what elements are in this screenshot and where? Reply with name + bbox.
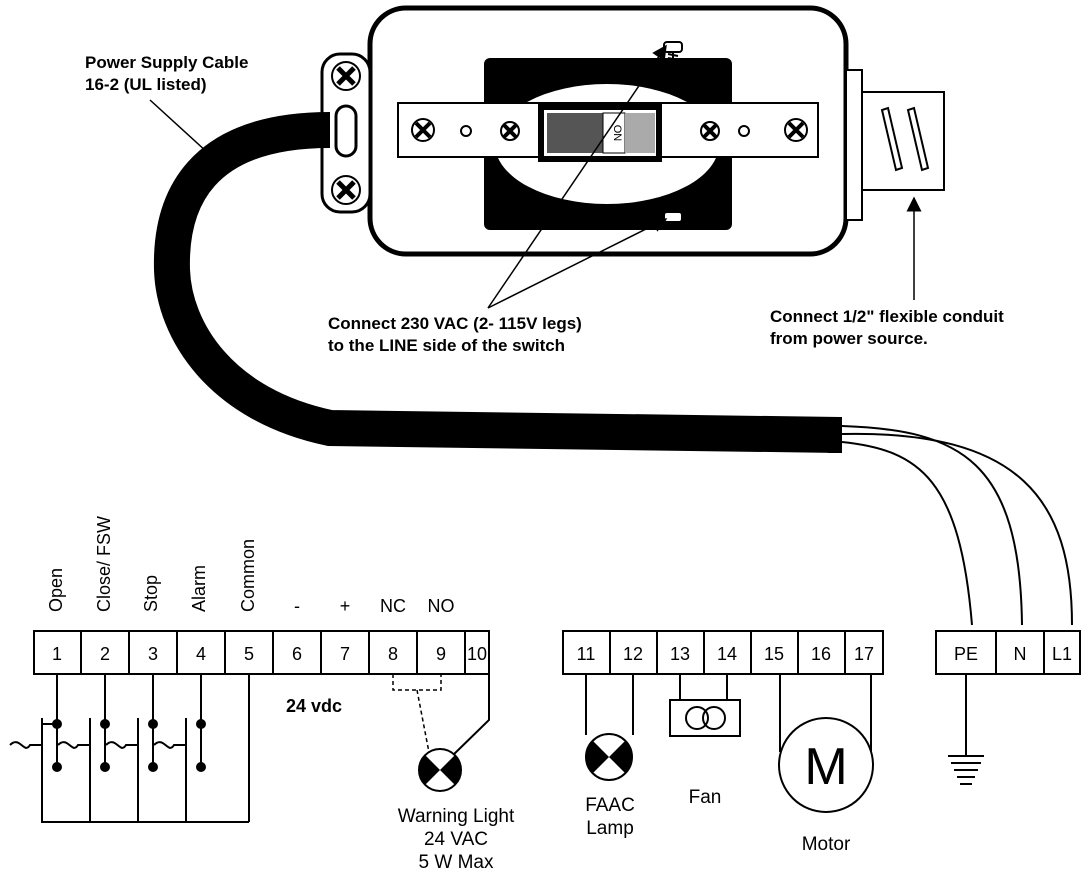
line-terminal-top — [663, 41, 683, 62]
terminal-16: 16 — [811, 644, 831, 664]
terminal-l1: L1 — [1052, 644, 1072, 664]
callout-connect-line-line1: Connect 230 VAC (2- 115V legs) — [328, 314, 582, 333]
terminal-9: 9 — [436, 644, 446, 664]
pushbutton-alarm — [153, 718, 206, 778]
label-24vdc: 24 vdc — [286, 696, 342, 716]
terminal-14: 14 — [717, 644, 737, 664]
callout-arrow-top — [487, 44, 667, 309]
terminal-4: 4 — [196, 644, 206, 664]
terminal-pe: PE — [954, 644, 978, 664]
wire-l1 — [841, 441, 973, 626]
label-alarm: Alarm — [189, 565, 209, 612]
terminal-5: 5 — [244, 644, 254, 664]
toggle-switch: ON — [538, 104, 662, 162]
label-nc: NC — [380, 596, 406, 616]
pushbutton-stop — [105, 718, 158, 778]
warning-light-label-3: 5 W Max — [419, 852, 494, 873]
strap-screw-left — [411, 118, 435, 142]
terminal-12: 12 — [623, 644, 643, 664]
line-terminal-bottom — [663, 200, 683, 223]
label-open: Open — [46, 568, 66, 612]
terminal-strip-a: 1 2 3 4 5 6 7 8 9 10 — [33, 630, 490, 675]
lamp-label-2: Lamp — [586, 818, 634, 839]
terminal-screw-right — [700, 121, 720, 141]
callout-connect-line-line2: to the LINE side of the switch — [328, 336, 565, 355]
terminal-2: 2 — [100, 644, 110, 664]
callout-power-cable-line2: 16-2 (UL listed) — [85, 75, 207, 94]
warning-light-label-2: 24 VAC — [424, 829, 488, 850]
fan-label: Fan — [689, 787, 722, 808]
strap-screw-right — [784, 118, 808, 142]
cable-clamp — [320, 52, 372, 214]
wire-outer — [841, 432, 1073, 626]
callout-power-cable-arrow — [149, 99, 221, 165]
terminal-6: 6 — [292, 644, 302, 664]
power-supply-cable — [153, 112, 841, 453]
faac-lamp-icon — [585, 733, 633, 781]
label-close-fsw: Close/ FSW — [94, 516, 114, 612]
terminal-10: 10 — [467, 644, 487, 664]
wire-n — [841, 425, 1023, 626]
label-minus: - — [294, 596, 300, 616]
terminal-11: 11 — [577, 644, 596, 664]
terminal-7: 7 — [340, 644, 350, 664]
faac-lamp-wiring — [585, 674, 634, 735]
ground-icon — [948, 674, 984, 785]
terminal-13: 13 — [670, 644, 690, 664]
label-plus: + — [340, 596, 351, 616]
terminal-screw-left — [500, 121, 520, 141]
motor-symbol: M — [804, 738, 847, 796]
terminal-3: 3 — [148, 644, 158, 664]
label-no: NO — [428, 596, 455, 616]
pushbutton-close — [57, 718, 110, 778]
warning-light-label-1: Warning Light — [398, 806, 515, 827]
pushbutton-open — [9, 718, 62, 778]
callout-conduit-line2: from power source. — [770, 329, 928, 348]
callout-conduit-line1: Connect 1/2" flexible conduit — [770, 307, 1004, 326]
terminal-17: 17 — [854, 644, 874, 664]
conduit-connector — [845, 69, 945, 221]
fan-wiring — [679, 674, 728, 700]
fan-icon — [669, 699, 741, 737]
toggle-on-label: ON — [611, 125, 623, 142]
callout-arrow-bottom — [487, 218, 668, 309]
disconnect-switch-box: ON — [367, 5, 849, 257]
motor-wiring — [779, 674, 872, 752]
terminal-15: 15 — [764, 644, 784, 664]
terminal-strip-c: PE N L1 — [935, 630, 1081, 675]
label-common: Common — [238, 539, 258, 612]
callout-power-cable-line1: Power Supply Cable — [85, 53, 248, 72]
label-stop: Stop — [141, 575, 161, 612]
terminal-n: N — [1014, 644, 1027, 664]
motor-label: Motor — [802, 834, 851, 855]
terminal-1: 1 — [52, 644, 62, 664]
terminal-8: 8 — [388, 644, 398, 664]
lamp-label-1: FAAC — [585, 795, 635, 816]
warning-light-icon — [418, 748, 462, 792]
terminal-strip-b: 11 12 13 14 15 16 17 — [562, 630, 884, 675]
motor-icon: M — [778, 717, 874, 813]
